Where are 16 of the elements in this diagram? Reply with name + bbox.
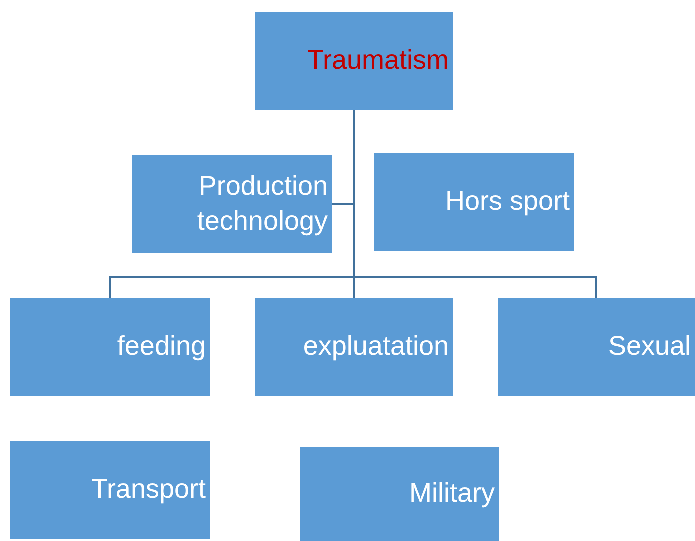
box-label: feeding <box>117 330 206 364</box>
category-box <box>10 298 210 396</box>
box-label: Traumatism <box>307 44 449 78</box>
box-label: Sexual <box>608 330 691 364</box>
box-label: Hors sport <box>445 185 570 218</box>
category-box <box>255 298 453 396</box>
category-box <box>498 298 695 396</box>
box-label: Transport <box>91 473 206 506</box>
category-box <box>132 155 332 253</box>
category-box <box>374 153 574 251</box>
box-label: Production technology <box>196 170 328 238</box>
category-box <box>255 12 453 110</box>
box-label: expluatation <box>303 330 449 364</box>
category-box <box>300 447 499 541</box>
box-label: Military <box>410 477 495 510</box>
category-box <box>10 441 210 539</box>
